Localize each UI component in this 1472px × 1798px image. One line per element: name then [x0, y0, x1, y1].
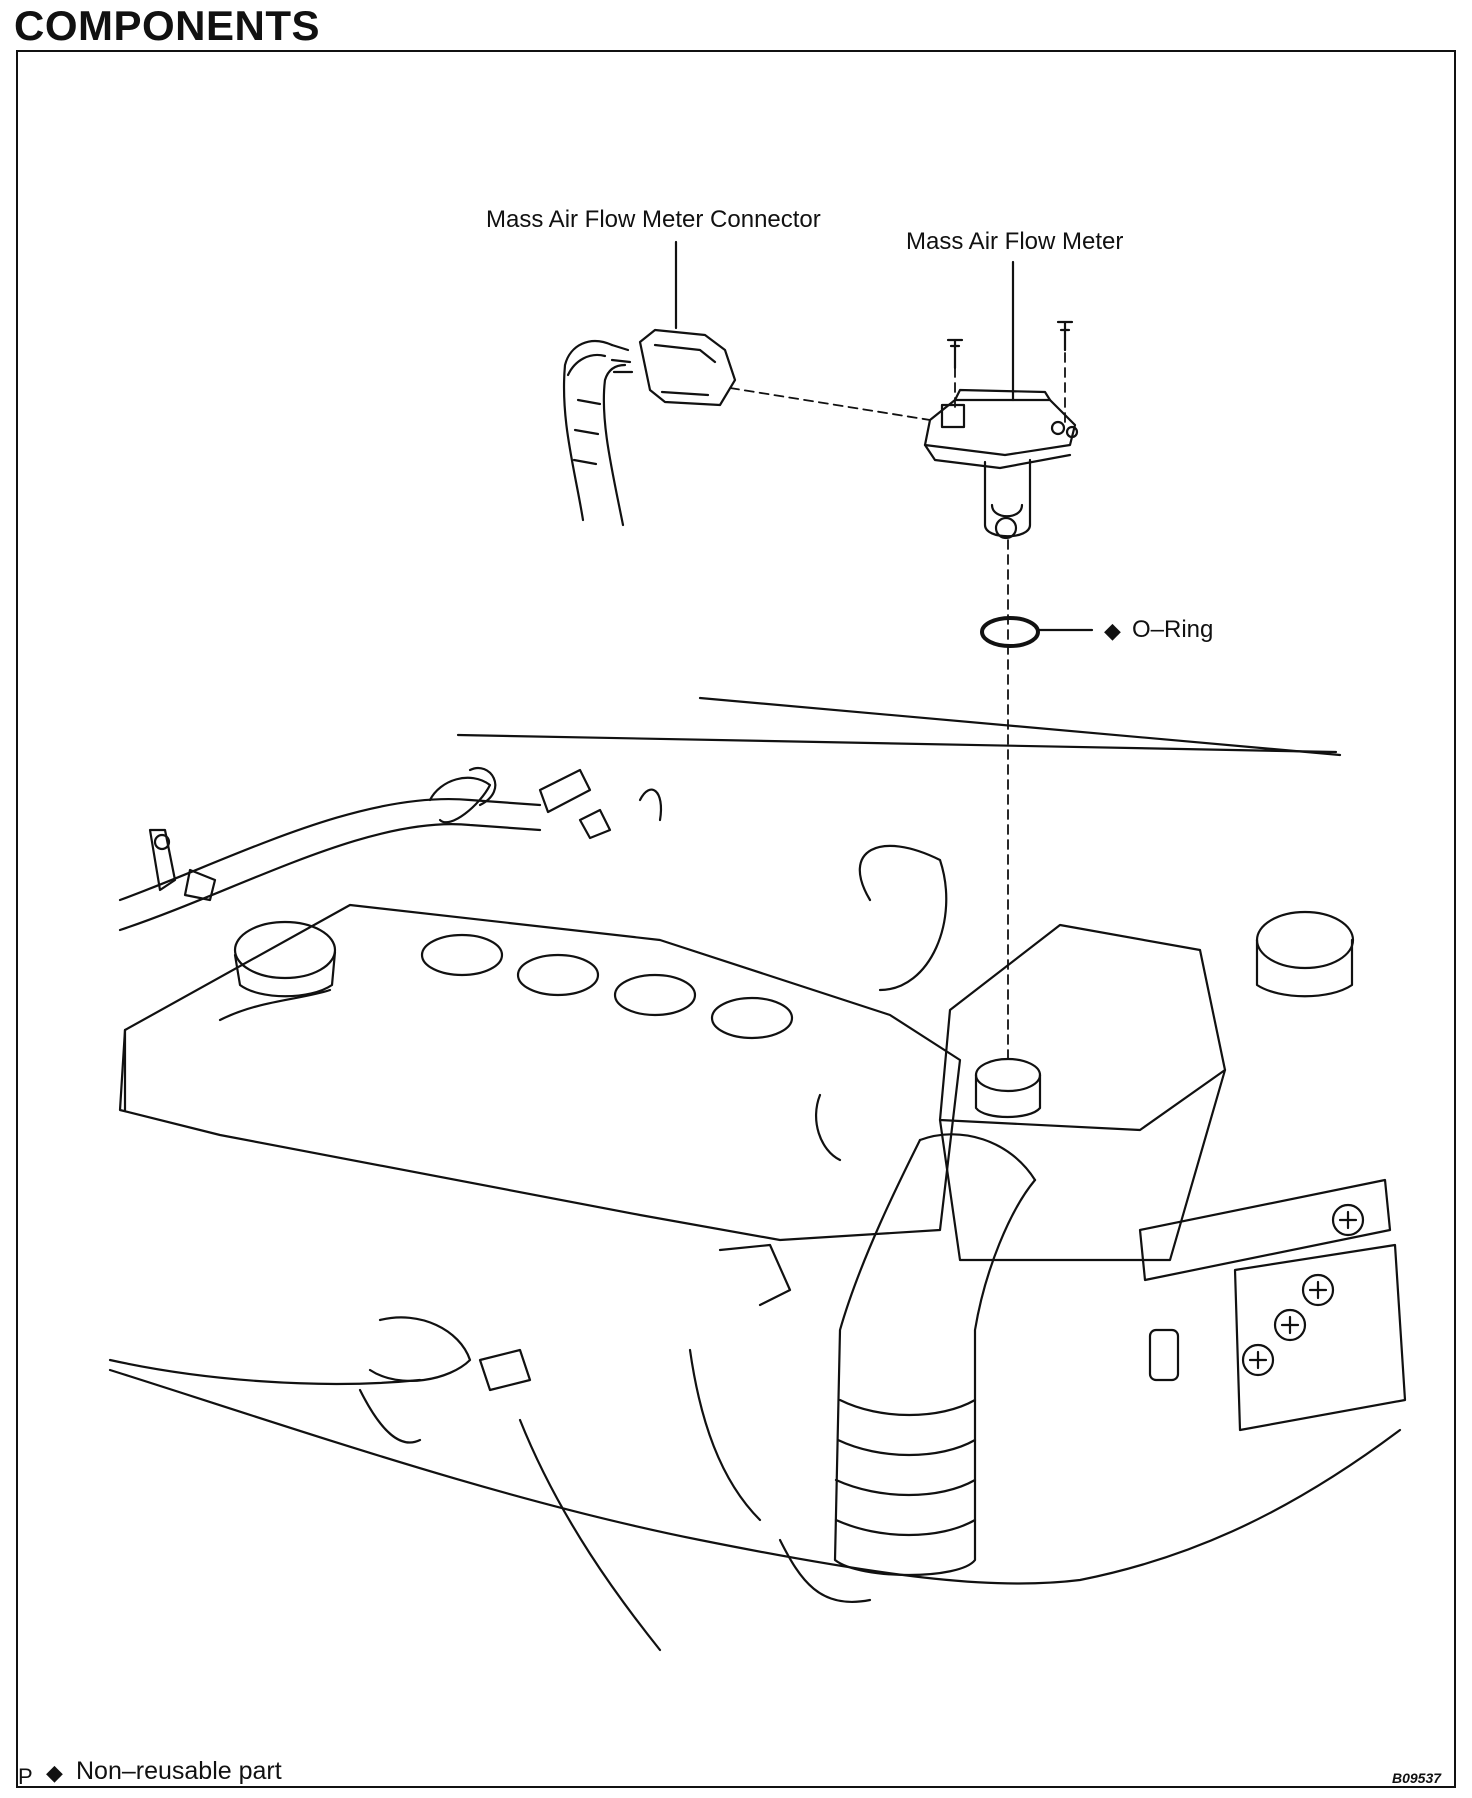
- maf-connector-drawing: [562, 328, 737, 527]
- assembly-dashed-lines: [729, 337, 1066, 1066]
- page-title: COMPONENTS: [14, 2, 321, 49]
- non-reusable-legend: Non–reusable part: [76, 1757, 282, 1785]
- engine-bay-drawing: [108, 696, 1407, 1652]
- non-reusable-marker-icon: ◆: [1104, 618, 1121, 643]
- diagram-frame: [16, 50, 1456, 1788]
- maf-meter-label: Mass Air Flow Meter: [906, 228, 1124, 255]
- figure-code: B09537: [1392, 1770, 1442, 1786]
- mass-air-flow-meter-drawing: [923, 320, 1079, 540]
- legend-diamond-icon: ◆: [46, 1760, 63, 1785]
- o-ring-label: O–Ring: [1132, 616, 1214, 643]
- corner-letter: P: [18, 1764, 33, 1789]
- maf-connector-label: Mass Air Flow Meter Connector: [486, 206, 821, 233]
- o-ring-drawing: [980, 616, 1040, 648]
